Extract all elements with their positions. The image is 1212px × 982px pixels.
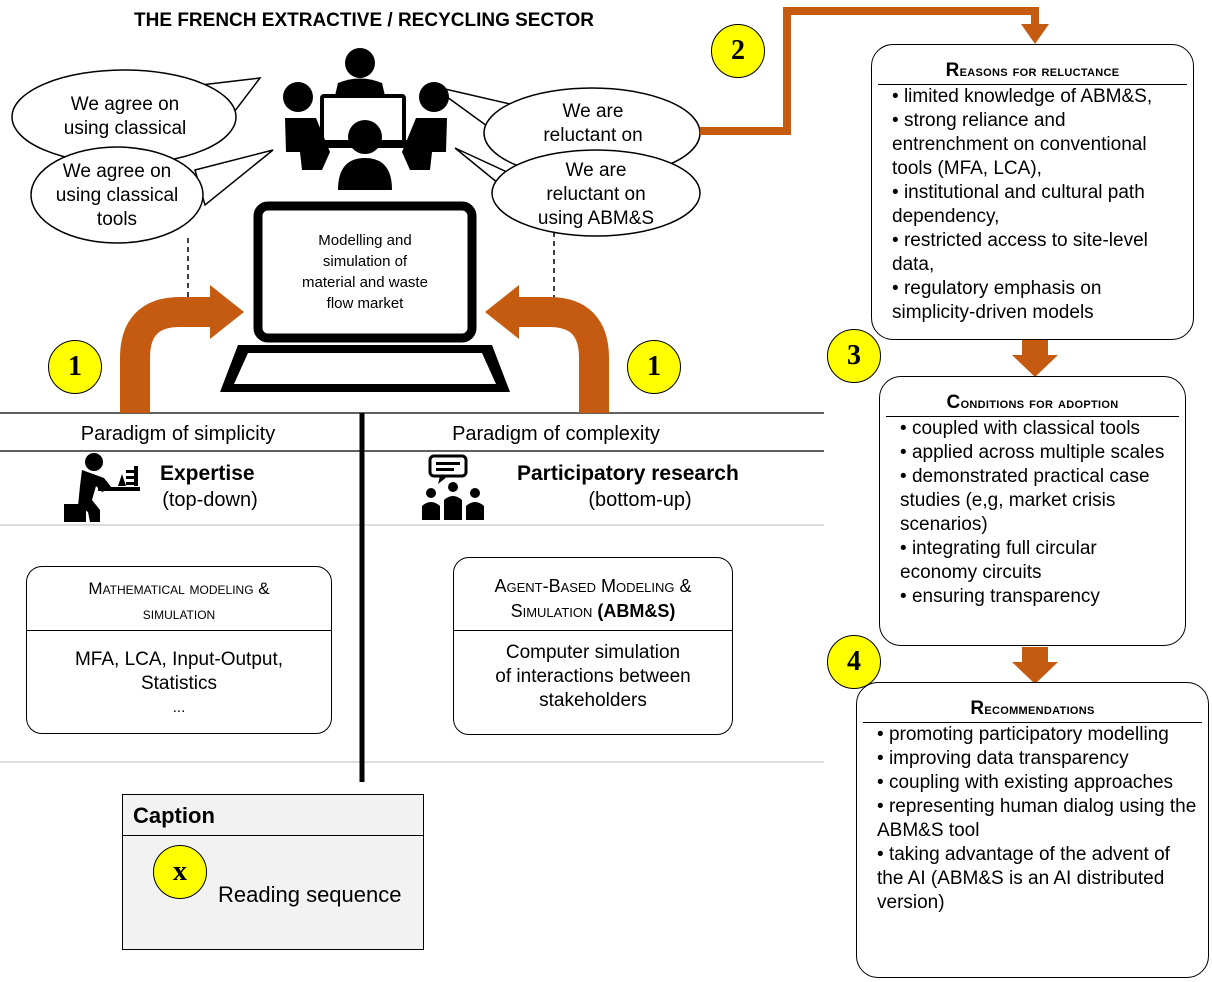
abms-title-acronym: (ABM&S) — [597, 601, 676, 621]
recommendations-list: promoting participatory modelling improv… — [857, 723, 1208, 915]
conditions-title: Conditions for adoption — [886, 391, 1179, 417]
laptop-screen-text: Modelling and simulation of material and… — [272, 230, 458, 314]
bubble-reluctant-back-line: reluctant on — [543, 125, 643, 146]
math-modelling-title-line: simulation — [142, 604, 216, 623]
caption-badge: x — [153, 845, 207, 899]
speech-bubble-agree-front — [30, 146, 274, 244]
bubble-reluctant-front-text: We are reluctant on using ABM&S — [501, 159, 691, 231]
abms-title-line: Agent-Based Modeling & — [494, 576, 692, 596]
conditions-item: applied across multiple scales — [900, 441, 1175, 465]
bubble-agree-front-text: We agree on using classical tools — [27, 160, 207, 232]
conditions-item: ensuring transparency — [900, 585, 1175, 609]
expertise-icon — [64, 453, 140, 522]
arrow-to-conditions — [1012, 340, 1058, 377]
reasons-title: Reasons for reluctance — [878, 59, 1187, 85]
math-modelling-title-line: Mathematical modeling & — [88, 579, 270, 598]
abms-body-line: Computer simulation — [505, 642, 681, 663]
reasons-item: regulatory emphasis on simplicity-driven… — [892, 277, 1183, 325]
step-badge-4: 4 — [827, 635, 881, 689]
participatory-title: Participatory research — [517, 462, 739, 485]
laptop-icon — [220, 201, 510, 392]
math-modelling-body-line: ... — [172, 699, 186, 716]
conditions-item: integrating full circular economy circui… — [900, 537, 1175, 585]
arrow-head-right — [485, 285, 519, 339]
math-modelling-body: MFA, LCA, Input-Output, Statistics ... — [27, 631, 331, 720]
bubble-agree-back-line: We agree on — [70, 94, 180, 115]
arrow-to-laptop-right — [517, 297, 609, 413]
bubble-agree-back-line: using classical — [63, 118, 187, 139]
paradigm-complexity-label: Paradigm of complexity — [452, 423, 660, 445]
arrow-head-reasons — [1021, 24, 1049, 44]
speech-bubble-reluctant-front — [454, 147, 701, 237]
reasons-item: limited knowledge of ABM&S, — [892, 85, 1183, 109]
caption-label: Reading sequence — [218, 882, 402, 907]
conditions-item: demonstrated practical case studies (e,g… — [900, 465, 1175, 537]
reasons-box: Reasons for reluctance limited knowledge… — [871, 44, 1194, 340]
step-badge-3: 3 — [827, 329, 881, 383]
meeting-people-icon — [283, 48, 449, 190]
bubble-reluctant-front-line: We are — [565, 160, 627, 181]
recommendations-item: taking advantage of the advent of the AI… — [877, 843, 1198, 915]
arrow-to-recommendations — [1012, 647, 1058, 684]
diagram-title: THE FRENCH EXTRACTIVE / RECYCLING SECTOR — [134, 10, 594, 31]
recommendations-item: promoting participatory modelling — [877, 723, 1198, 747]
recommendations-item: improving data transparency — [877, 747, 1198, 771]
reasons-list: limited knowledge of ABM&S, strong relia… — [872, 85, 1193, 325]
caption-title: Caption — [123, 795, 423, 836]
step-badge-1-left: 1 — [48, 340, 102, 394]
arrow-to-laptop-left — [120, 297, 212, 413]
expertise-direction: (top-down) — [162, 489, 258, 511]
abms-title-line: Simulation — [510, 601, 598, 621]
step-badge-1-right: 1 — [627, 340, 681, 394]
laptop-text-line: simulation of — [322, 253, 408, 270]
math-modelling-box: Mathematical modeling & simulation MFA, … — [26, 566, 332, 734]
recommendations-item: coupling with existing approaches — [877, 771, 1198, 795]
bubble-reluctant-back-text: We are reluctant on — [498, 100, 688, 156]
math-modelling-body-line: MFA, LCA, Input-Output, — [74, 649, 284, 670]
bubble-reluctant-front-line: using ABM&S — [537, 208, 655, 229]
reasons-item: institutional and cultural path dependen… — [892, 181, 1183, 229]
conditions-box: Conditions for adoption coupled with cla… — [879, 376, 1186, 646]
abms-body-line: stakeholders — [539, 690, 647, 711]
bubble-agree-front-line: We agree on — [62, 161, 172, 182]
reasons-item: restricted access to site-level data, — [892, 229, 1183, 277]
reasons-item: strong reliance and entrenchment on conv… — [892, 109, 1183, 181]
recommendations-item: representing human dialog using the ABM&… — [877, 795, 1198, 843]
expertise-title: Expertise — [160, 462, 255, 485]
bubble-reluctant-back-line: We are — [562, 101, 624, 122]
bubble-reluctant-front-line: reluctant on — [546, 184, 646, 205]
abms-box: Agent-Based Modeling & Simulation (ABM&S… — [453, 557, 733, 735]
bubble-agree-front-line: tools — [96, 209, 138, 230]
participatory-icon — [422, 454, 484, 520]
paradigm-simplicity-label: Paradigm of simplicity — [80, 423, 276, 445]
bubble-agree-back-text: We agree on using classical — [30, 93, 220, 141]
participatory-direction: (bottom-up) — [588, 489, 692, 511]
laptop-text-line: flow market — [326, 295, 404, 312]
conditions-item: coupled with classical tools — [900, 417, 1175, 441]
abms-body: Computer simulation of interactions betw… — [454, 631, 732, 713]
arrow-to-reasons — [700, 7, 1039, 135]
conditions-list: coupled with classical tools applied acr… — [880, 417, 1185, 609]
abms-body-line: of interactions between — [495, 666, 691, 687]
math-modelling-body-line: Statistics — [140, 673, 218, 694]
abms-title: Agent-Based Modeling & Simulation (ABM&S… — [454, 558, 732, 631]
step-badge-2: 2 — [711, 24, 765, 78]
laptop-text-line: material and waste — [302, 274, 428, 291]
arrow-head-left — [210, 285, 244, 339]
math-modelling-title: Mathematical modeling & simulation — [27, 567, 331, 631]
recommendations-title: Recommendations — [863, 697, 1202, 723]
bubble-agree-front-line: using classical — [55, 185, 179, 206]
recommendations-box: Recommendations promoting participatory … — [856, 682, 1209, 978]
laptop-text-line: Modelling and — [318, 232, 412, 249]
